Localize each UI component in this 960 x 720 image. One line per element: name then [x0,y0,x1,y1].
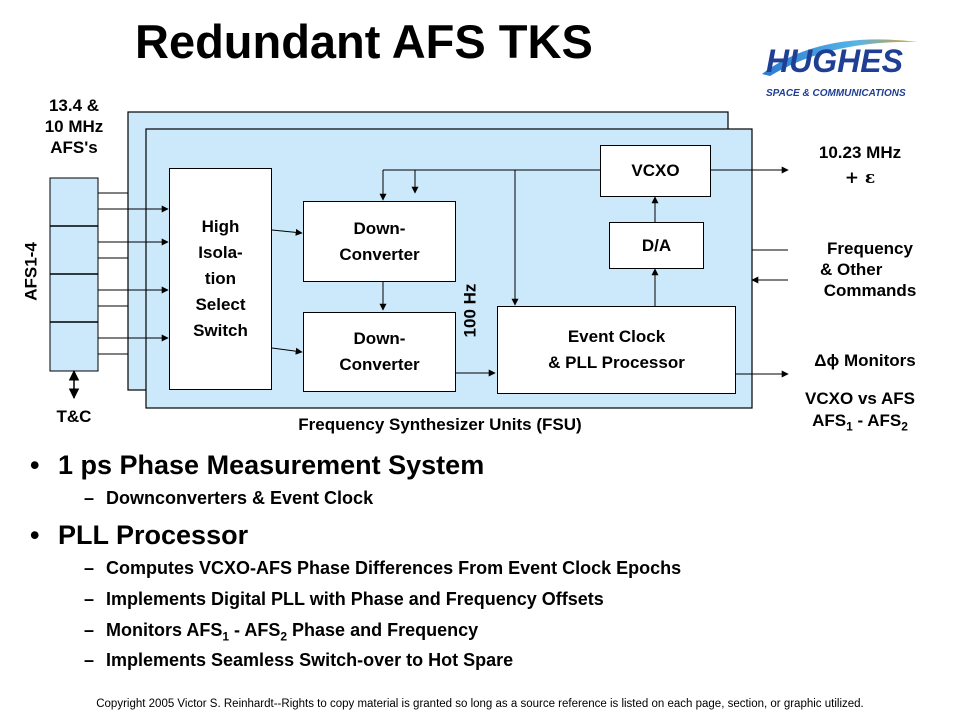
output-freq-label: 10.23 MHz [818,143,902,162]
sub-bullet-item: Monitors AFS1 - AFS2 Phase and Frequency [84,620,479,644]
sub-bullet-text: Monitors AFS [106,620,223,640]
downconverter-line: Down- [353,329,406,348]
commands-label: Frequency & Other Commands [795,238,945,301]
logo-brand: HUGHES [766,43,904,79]
output-eps-label: + ε [844,168,876,188]
page-title: Redundant AFS TKS [135,15,593,68]
sub-bullet-text: Phase and Frequency [287,620,479,640]
downconverter-2-box: Down- Converter [303,312,456,392]
downconverter-line: Converter [339,355,420,374]
vcxo-box: VCXO [600,145,711,197]
sub-bullet-item: Implements Seamless Switch-over to Hot S… [84,650,513,671]
logo-tagline: SPACE & COMMUNICATIONS [766,88,906,99]
sub-bullet-item: Implements Digital PLL with Phase and Fr… [84,589,604,610]
monitor-afs-label: AFS1 - AFS2 [770,410,950,437]
downconverter-line: Down- [353,218,406,238]
commands-line: Commands [823,281,917,300]
afs-text: AFS [812,411,847,430]
hughes-logo: HUGHES SPACE & COMMUNICATIONS [762,39,918,99]
switch-line: Switch [193,321,248,340]
switch-line: Select [195,295,246,314]
afs-inputs-line: AFS's [50,138,98,157]
afs-inputs-label: 13.4 & 10 MHz AFS's [14,95,134,158]
commands-line: & Other [820,260,883,279]
event-clock-line: & PLL Processor [548,353,685,372]
event-clock-box: Event Clock & PLL Processor [497,306,736,394]
bullet-item: PLL Processor [30,520,248,551]
copyright-footer: Copyright 2005 Victor S. Reinhardt--Righ… [96,698,864,710]
monitors-label: Δϕ Monitors [814,351,916,370]
downconverter-1-box: Down- Converter [303,201,456,282]
switch-line: Isola- [198,243,243,262]
event-clock-line: Event Clock [567,327,666,346]
tc-label: T&C [56,407,92,426]
afs-1-4-label: AFS1-4 [21,242,41,301]
sub-bullet-text: - AFS [229,620,281,640]
hz-label: 100 Hz [460,283,480,338]
da-box: D/A [609,222,704,269]
switch-line: High [201,217,240,236]
bullet-item: 1 ps Phase Measurement System [30,450,484,481]
sub-bullet-item: Computes VCXO-AFS Phase Differences From… [84,558,681,579]
commands-line: Frequency [827,239,913,258]
afs-inputs-line: 10 MHz [44,117,104,136]
downconverter-line: Converter [339,244,420,264]
monitor-vcxo-label: VCXO vs AFS [805,389,915,408]
afs-sub: 1 [846,419,853,434]
sub-bullet-sub: 2 [280,629,288,644]
da-label: D/A [641,235,672,255]
sub-bullet-sub: 1 [222,629,230,644]
switch-line: tion [204,269,237,288]
afs-sub: 2 [901,419,908,434]
vcxo-label: VCXO [631,161,680,180]
select-switch-box: High Isola- tion Select Switch [169,168,272,390]
fsu-caption: Frequency Synthesizer Units (FSU) [298,415,582,434]
afs-sep: - AFS [852,411,902,430]
sub-bullet-item: Downconverters & Event Clock [84,488,373,509]
afs-inputs-line: 13.4 & [48,96,100,115]
